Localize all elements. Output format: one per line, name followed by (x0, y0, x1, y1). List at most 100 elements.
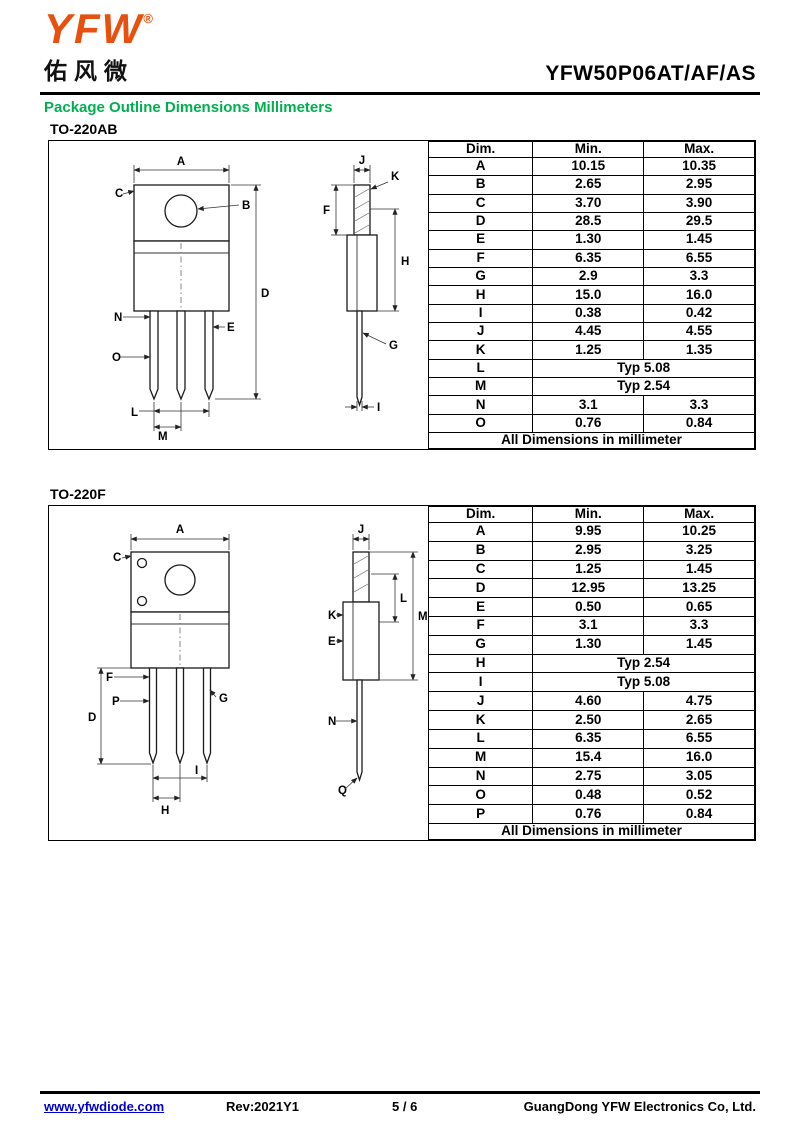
dim-label-p: P (112, 696, 120, 708)
dim-label-f: F (323, 205, 330, 217)
dim-label-a: A (176, 524, 184, 536)
min-cell: 2.75 (532, 766, 645, 787)
yfw-logo: YFW® 佑风微 (44, 8, 153, 86)
max-cell: 4.55 (643, 321, 755, 342)
dim-cell: N (427, 766, 534, 787)
dim-cell: D (427, 211, 534, 232)
max-cell: 29.5 (643, 211, 755, 232)
to220ab-side-view-drawing: J K F H G I (323, 155, 409, 414)
min-cell: 12.95 (532, 578, 645, 599)
max-cell: 1.35 (643, 340, 755, 360)
min-cell: 0.76 (532, 804, 645, 825)
page-footer: www.yfwdiode.com Rev:2021Y1 5 / 6 GuangD… (44, 1099, 756, 1117)
min-cell: 0.48 (532, 785, 645, 806)
min-cell: 15.0 (532, 285, 645, 305)
dim-cell: I (427, 672, 534, 693)
max-cell: 1.45 (643, 230, 755, 250)
max-cell: 16.0 (643, 285, 755, 305)
to220f-leg-2 (175, 667, 185, 765)
dim-label-c: C (113, 552, 121, 564)
dim-label-l: L (400, 593, 407, 605)
to220f-side-body (342, 601, 380, 681)
min-cell: 2.65 (532, 175, 645, 195)
max-cell: 2.95 (643, 175, 755, 195)
min-cell: 10.15 (532, 156, 645, 177)
min-cell: 2.50 (532, 710, 645, 730)
dim-label-k: K (391, 171, 400, 183)
max-cell: 13.25 (643, 578, 755, 599)
table-footer-note: All Dimensions in millimeter (428, 432, 755, 449)
to220f-leg-1 (148, 667, 158, 765)
dim-label-g: G (219, 693, 228, 705)
col-header-max: Max. (643, 141, 755, 158)
min-cell: 2.95 (532, 540, 645, 561)
footer-divider (40, 1091, 760, 1094)
max-cell: 0.42 (643, 303, 755, 323)
dim-label-h: H (161, 805, 169, 817)
dim-label-m: M (418, 611, 427, 623)
dim-label-n: N (114, 312, 122, 324)
dim-cell: B (427, 175, 534, 195)
dim-label-g: G (389, 340, 398, 352)
dim-cell: J (427, 691, 534, 712)
dim-cell: M (427, 747, 534, 768)
dim-label-n: N (328, 716, 336, 728)
dim-cell: O (427, 785, 534, 806)
to220f-pilot-hole-bottom (136, 595, 148, 607)
to220ab-drawing-area: A C B D N E O (49, 141, 428, 449)
table-footer-row: All Dimensions in millimeter (428, 823, 755, 840)
dim-cell: C (427, 193, 534, 213)
dim-cell: J (427, 321, 534, 342)
min-cell: 4.60 (532, 691, 645, 712)
to220ab-mounting-hole (164, 194, 198, 228)
max-cell: 3.3 (643, 615, 755, 636)
dim-label-i: I (377, 402, 380, 414)
min-cell: 1.30 (532, 634, 645, 655)
dim-cell: O (427, 413, 534, 434)
min-cell: 1.25 (532, 559, 645, 580)
package-name-to220f: TO-220F (50, 486, 106, 502)
max-cell: 3.3 (643, 395, 755, 415)
to220f-outline-box: A C F P D G (48, 505, 756, 841)
to220ab-leg-1 (149, 310, 159, 401)
to220f-leg-3 (202, 667, 212, 765)
typ-cell: Typ 5.08 (532, 672, 755, 693)
col-header-min: Min. (532, 141, 645, 158)
max-cell: 10.25 (643, 521, 755, 542)
min-cell: 2.9 (532, 266, 645, 287)
to220f-mounting-hole (164, 564, 196, 596)
company-name: GuangDong YFW Electronics Co, Ltd. (523, 1099, 756, 1114)
min-cell: 4.45 (532, 321, 645, 342)
typ-cell: Typ 2.54 (532, 376, 755, 397)
col-header-max: Max. (643, 506, 755, 523)
website-link[interactable]: www.yfwdiode.com (44, 1099, 165, 1114)
col-header-min: Min. (532, 506, 645, 523)
dim-cell: L (427, 728, 534, 749)
to220f-drawing-area: A C F P D G (49, 506, 428, 840)
col-header-dim: Dim. (427, 141, 534, 158)
dim-cell: L (427, 358, 534, 378)
dim-cell: C (427, 559, 534, 580)
dim-cell: A (427, 521, 534, 542)
revision-label: Rev:2021Y1 (226, 1099, 299, 1114)
table-header-row: Dim. Min. Max. (427, 141, 755, 158)
max-cell: 0.84 (643, 413, 755, 434)
dim-cell: P (427, 804, 534, 825)
header-divider (40, 92, 760, 95)
